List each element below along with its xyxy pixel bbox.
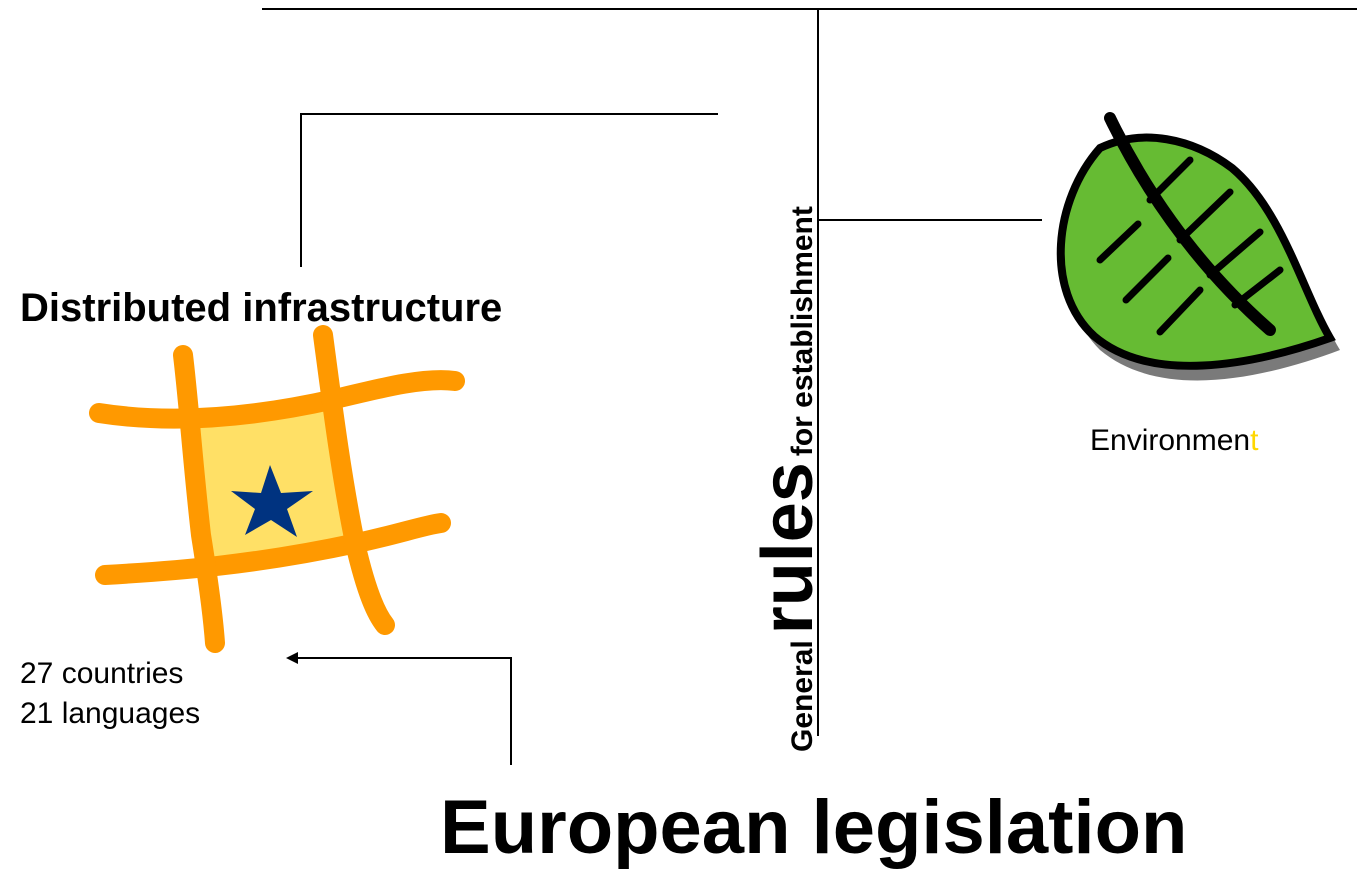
right-branch-connector xyxy=(817,219,1042,221)
environment-label: Environment xyxy=(1090,426,1258,456)
environment-label-main: Environmen xyxy=(1090,424,1251,457)
stat-countries: 27 countries xyxy=(20,657,184,690)
eu-star-grid-icon xyxy=(89,325,465,653)
stat-languages: 21 languages xyxy=(20,697,201,730)
arrow-shaft-vertical xyxy=(510,657,512,765)
arrow-shaft-horizontal xyxy=(295,657,512,659)
stats-block: 27 countries 21 languages xyxy=(20,654,200,734)
environment-label-accent: t xyxy=(1250,424,1259,457)
left-branch-connector xyxy=(300,113,718,115)
general-rules-emphasis: rules xyxy=(748,462,828,635)
arrowhead-icon xyxy=(286,652,298,664)
general-rules-label: General rules for establishment xyxy=(748,12,828,752)
left-branch-drop xyxy=(300,113,302,267)
leaf-icon xyxy=(1056,112,1340,381)
general-rules-prefix: General xyxy=(786,640,819,752)
general-rules-suffix: for establishment xyxy=(786,206,819,457)
distributed-infrastructure-title: Distributed infrastructure xyxy=(20,286,503,330)
top-divider-line xyxy=(262,8,1357,10)
center-vertical-line xyxy=(817,8,819,736)
european-legislation-title: European legislation xyxy=(440,785,1188,870)
